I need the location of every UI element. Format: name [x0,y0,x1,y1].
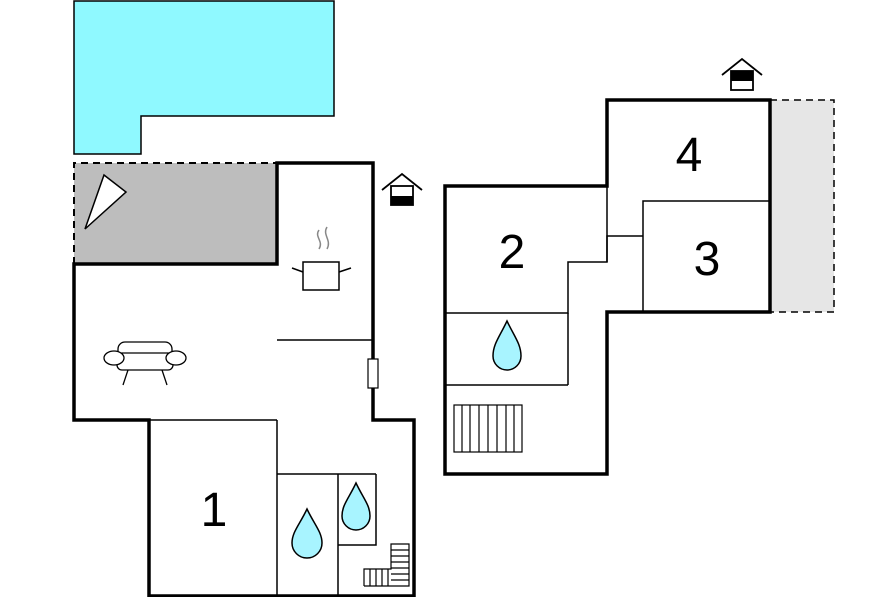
door [367,358,379,389]
shower-wall [338,474,377,546]
terrace-dashed-edge [73,162,277,264]
room-2-label: 2 [499,226,526,279]
room-3-wall [642,200,770,312]
water-drop-icon [291,507,323,559]
room-4-label: 4 [676,129,703,182]
stairs-icon [363,543,410,587]
ground-floor-outline [72,161,416,597]
swimming-pool [73,0,335,155]
room-3-label: 3 [694,233,721,286]
outdoor-area [770,100,834,312]
room-1-label: 1 [201,484,228,537]
sunshade-icon [84,173,128,230]
stairs-icon [453,404,523,453]
cooking-pot-icon [291,226,352,291]
room-2-wall [445,235,643,314]
water-drop-icon [341,481,371,531]
house-entrance-icon [381,172,423,206]
water-drop-icon [492,319,522,371]
house-entrance-icon [721,57,763,91]
upper-floor-outline [443,98,772,476]
outdoor-area-dashed-edge [770,99,835,313]
sofa-icon [103,341,187,386]
